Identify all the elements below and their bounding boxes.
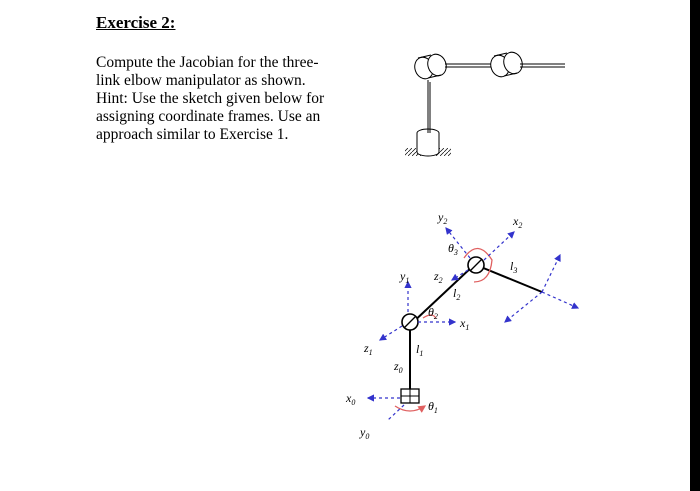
- label-l3: l3: [510, 259, 517, 275]
- label-x1: x1: [459, 316, 469, 332]
- theta2-arc: [422, 314, 437, 319]
- link-2: [409, 264, 475, 326]
- label-x0: x0: [345, 391, 355, 407]
- elbow-manipulator-sketch: [405, 51, 565, 157]
- exercise-title: Exercise 2:: [96, 13, 176, 32]
- label-z1: z1: [363, 341, 373, 357]
- label-y0: y0: [359, 425, 369, 441]
- end-effector-y-axis: [541, 253, 561, 293]
- window-edge: [690, 0, 700, 491]
- label-l2: l2: [453, 286, 460, 302]
- label-z0: z0: [393, 359, 403, 375]
- frame-diagram: y2 x2 θ3 l3 y1 z2 l2 θ2 x1 z1 l1 z0 x0 θ…: [345, 210, 580, 441]
- theta1-arc: [394, 405, 427, 413]
- label-x2: x2: [512, 214, 522, 230]
- y2-axis: [445, 227, 471, 259]
- end-effector-z-axis: [504, 291, 543, 323]
- theta3-arc: [463, 247, 493, 283]
- label-theta2: θ2: [428, 305, 438, 321]
- link-3: [475, 264, 543, 293]
- label-y1: y1: [399, 269, 409, 285]
- z1-axis: [378, 325, 403, 341]
- problem-statement: Compute the Jacobian for the three-link …: [96, 54, 325, 143]
- end-effector-x-axis: [541, 291, 580, 309]
- label-l1: l1: [416, 342, 423, 358]
- label-theta1: θ1: [428, 399, 438, 415]
- label-theta3: θ3: [448, 241, 458, 257]
- label-z2: z2: [433, 269, 443, 285]
- base-cylinder-body: [416, 133, 440, 157]
- label-y2: y2: [437, 210, 447, 226]
- y0-axis: [387, 404, 405, 421]
- x2-axis: [483, 231, 515, 261]
